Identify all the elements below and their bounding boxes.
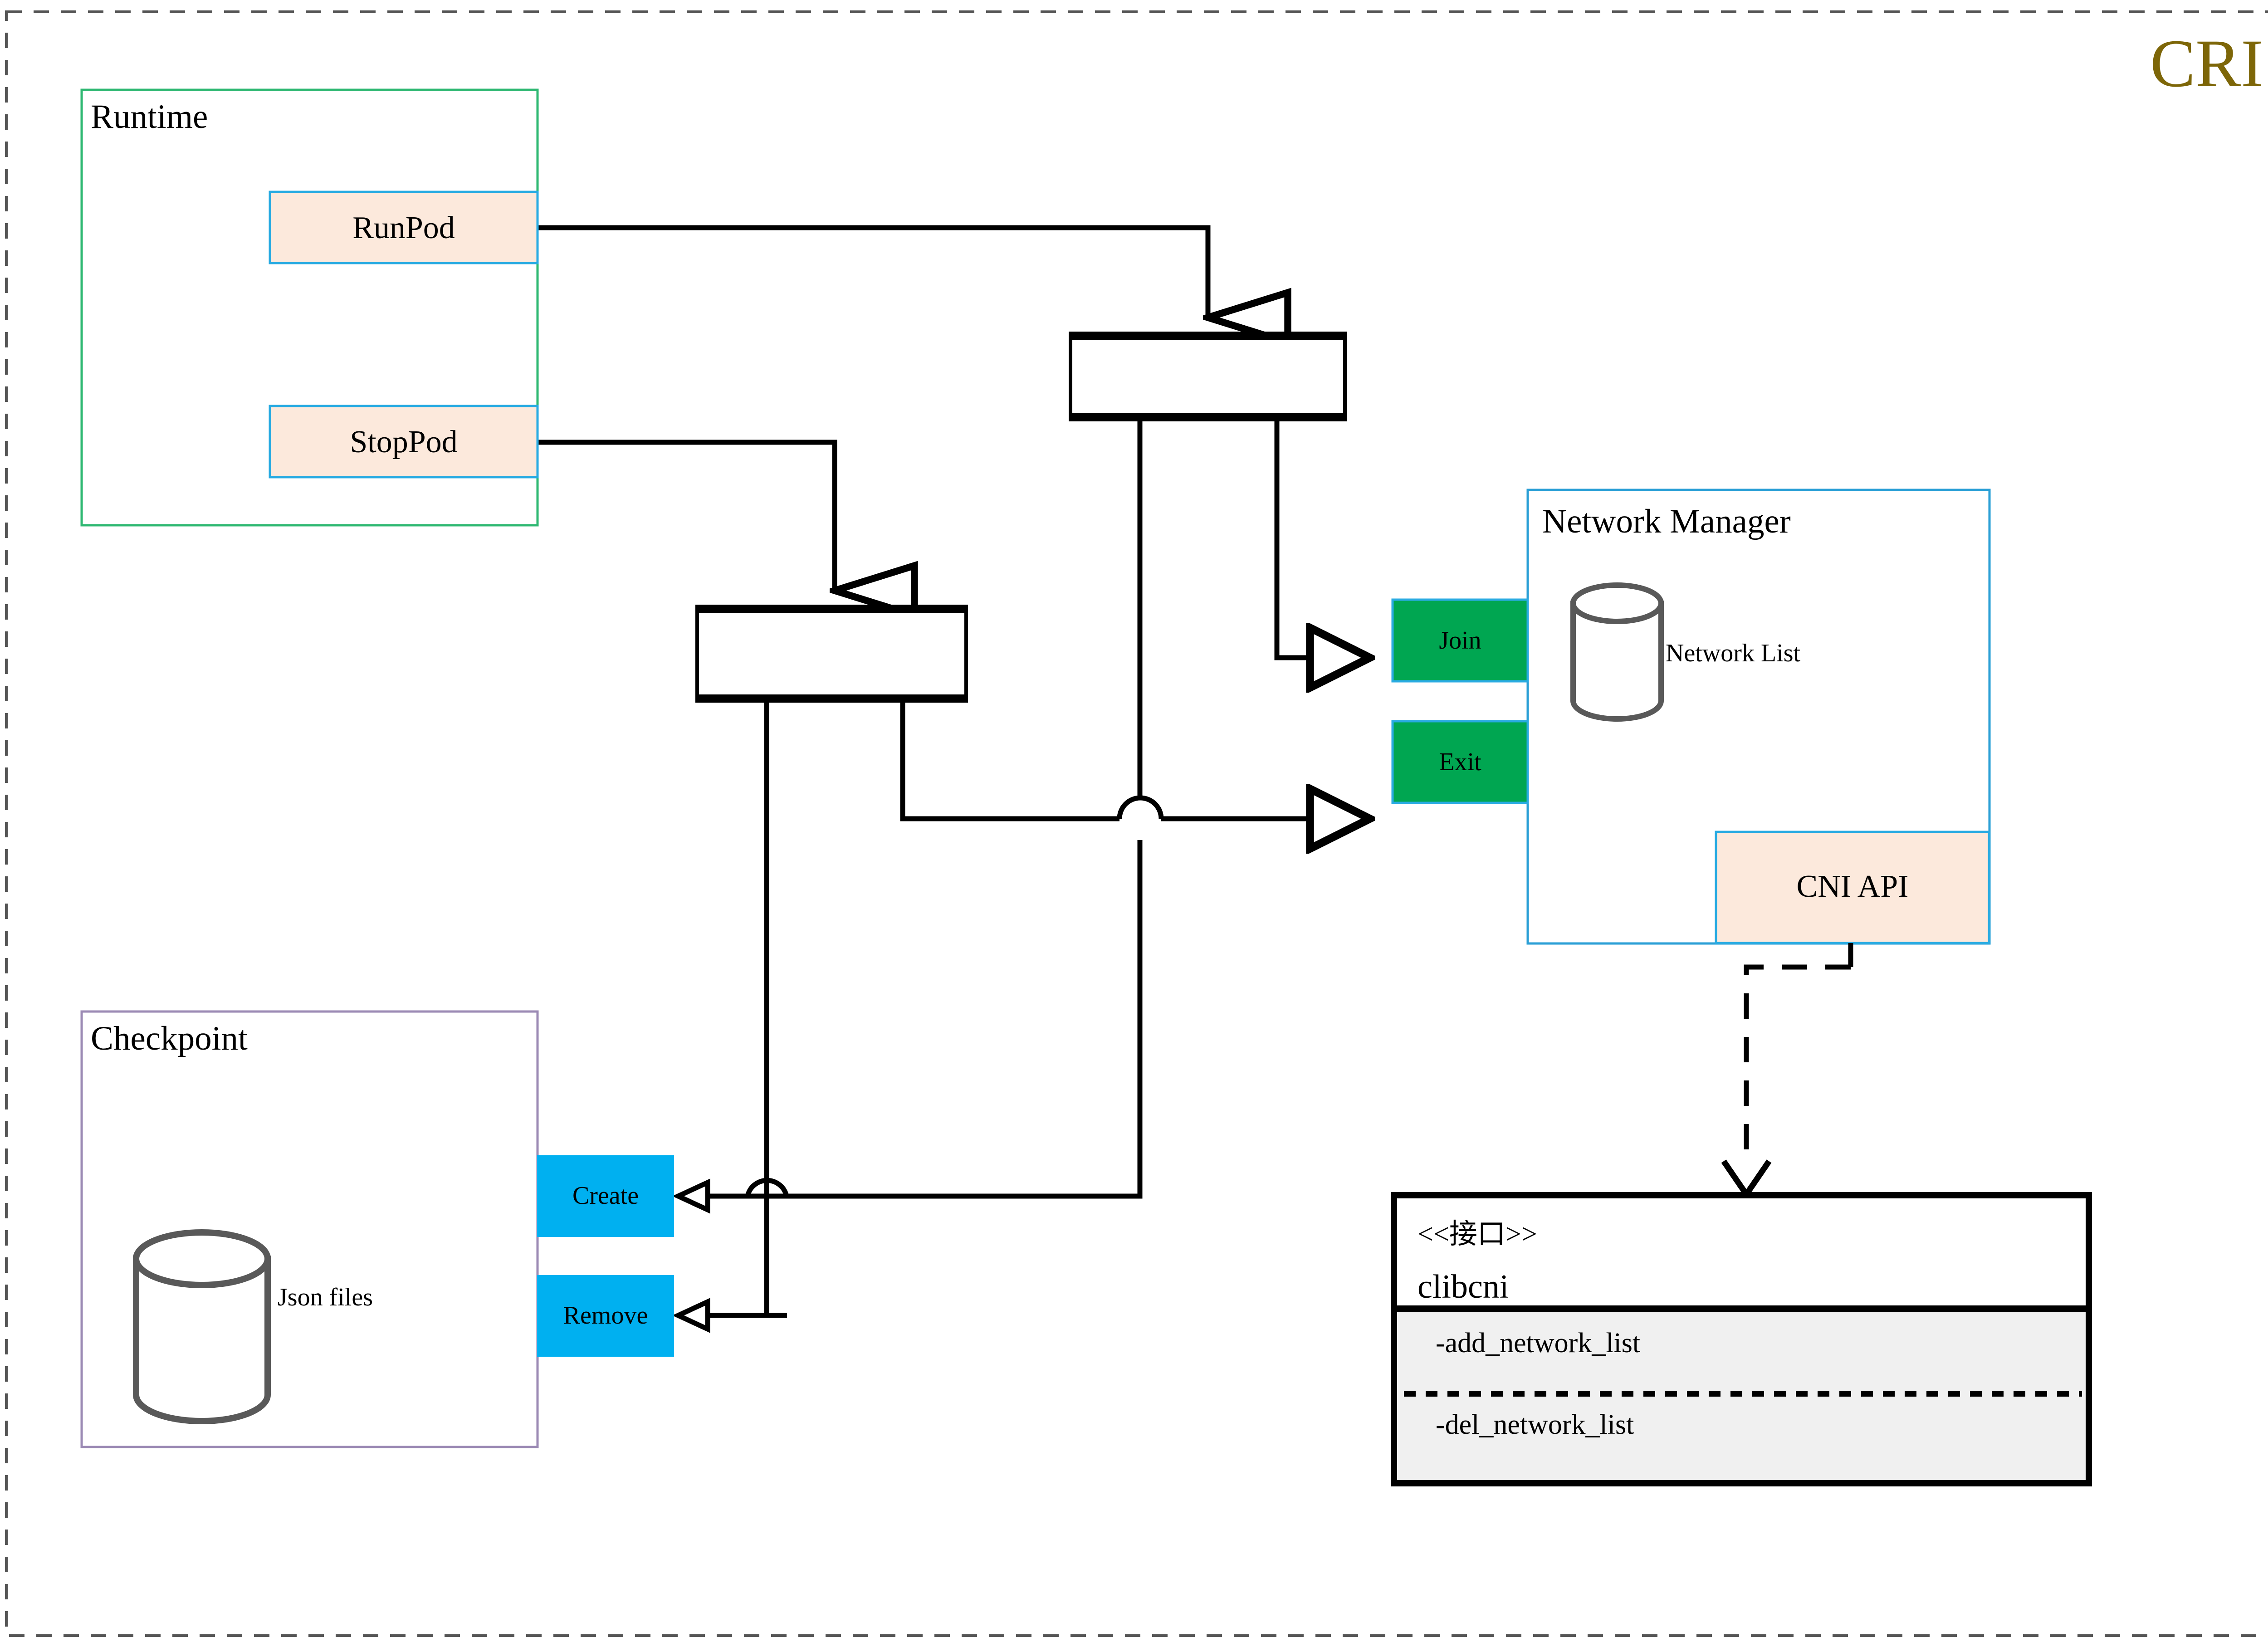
node-label-exit: Exit xyxy=(1439,748,1481,776)
arrowhead-open-v xyxy=(1721,1159,1772,1200)
edge-runpod-fork xyxy=(538,225,1208,318)
cylinder-network-list xyxy=(1570,582,1664,722)
interface-method-del: -del_network_list xyxy=(1436,1409,1634,1440)
interface-method-add: -add_network_list xyxy=(1436,1328,1641,1359)
outer-frame xyxy=(5,10,2268,1637)
group-title-runtime: Runtime xyxy=(91,98,208,136)
cylinder-label-json-files: Json files xyxy=(278,1283,373,1311)
arrowheads-left xyxy=(672,1178,710,1333)
edge-stoppod-fork xyxy=(538,440,835,591)
edge-cni-to-clibcni xyxy=(1744,943,1853,1161)
node-create[interactable] xyxy=(537,1155,674,1237)
node-label-stoppod: StopPod xyxy=(350,425,458,459)
node-runpod[interactable] xyxy=(269,191,539,264)
interface-name: clibcni xyxy=(1418,1268,1509,1305)
node-stoppod[interactable] xyxy=(269,405,539,479)
node-join[interactable] xyxy=(1391,598,1529,683)
page-title: CRI xyxy=(2150,26,2264,101)
edge-fork-exit xyxy=(900,701,1119,821)
node-cni-api[interactable] xyxy=(1715,831,1990,944)
cylinder-json-files xyxy=(133,1229,271,1424)
group-title-network-manager: Network Manager xyxy=(1542,503,1791,540)
edge-create-hop xyxy=(745,1178,789,1197)
node-remove[interactable] xyxy=(537,1275,674,1357)
node-label-runpod: RunPod xyxy=(352,210,455,245)
edge-fork-exit-hop xyxy=(1117,795,1164,819)
group-title-checkpoint: Checkpoint xyxy=(91,1020,248,1057)
cylinder-label-network-list: Network List xyxy=(1666,639,1801,667)
edge-fork-create-vertical2 xyxy=(698,840,1143,1199)
node-label-cni-api: CNI API xyxy=(1796,869,1909,904)
node-label-remove: Remove xyxy=(563,1301,648,1329)
node-label-join: Join xyxy=(1439,626,1481,655)
interface-clibcni[interactable] xyxy=(1391,1192,2092,1486)
node-exit[interactable] xyxy=(1391,720,1529,804)
node-label-create: Create xyxy=(572,1182,639,1210)
edge-fork-join xyxy=(1274,420,1370,658)
interface-stereotype: <<接口>> xyxy=(1418,1219,1537,1250)
fork-bar-upper[interactable] xyxy=(1069,332,1347,421)
edge-fork-remove xyxy=(698,701,769,1318)
fork-bar-lower[interactable] xyxy=(695,605,968,703)
